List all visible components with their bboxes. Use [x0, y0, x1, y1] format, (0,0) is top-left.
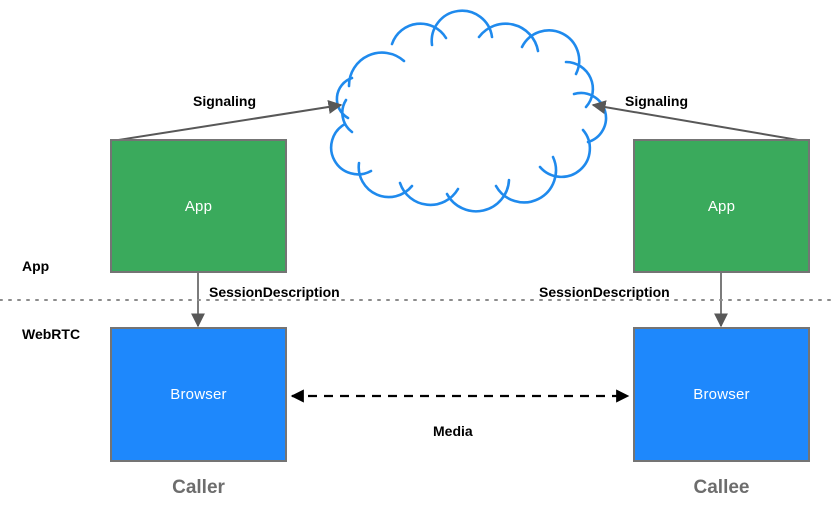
edge-label-callee-sessiondescription: SessionDescription: [539, 284, 670, 300]
callee-app-box[interactable]: App: [633, 139, 810, 273]
caller-browser-box[interactable]: Browser: [110, 327, 287, 462]
edge-label-callee-signaling: Signaling: [625, 93, 688, 109]
signaling-cloud-icon: [329, 9, 608, 213]
edge-callee-signaling: [591, 100, 805, 142]
edge-label-caller-signaling: Signaling: [193, 93, 256, 109]
callee-browser-label: Browser: [693, 386, 750, 403]
layer-label-webrtc: WebRTC: [22, 326, 81, 342]
edge-caller-signaling: [111, 100, 343, 142]
caller-app-label: App: [184, 197, 213, 215]
role-label-caller: Caller: [172, 477, 225, 498]
role-label-callee: Callee: [693, 477, 750, 498]
callee-app-label: App: [707, 197, 736, 215]
edge-label-caller-sessiondescription: SessionDescription: [209, 284, 340, 300]
caller-browser-label: Browser: [170, 386, 227, 403]
edge-label-media: Media: [433, 423, 473, 439]
layer-label-app: App: [22, 258, 50, 274]
callee-browser-box[interactable]: Browser: [633, 327, 810, 462]
caller-app-box[interactable]: App: [110, 139, 287, 273]
